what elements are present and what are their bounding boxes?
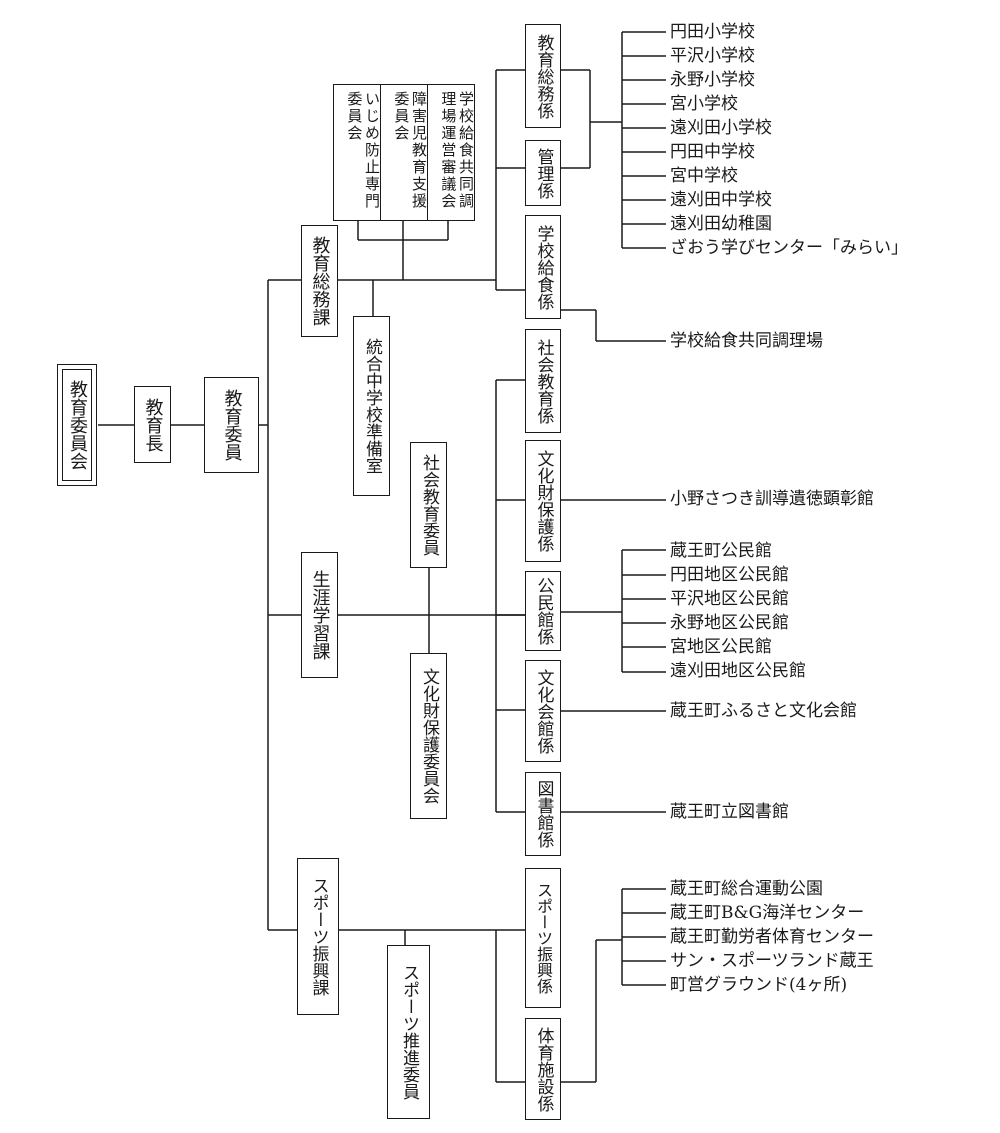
social-education-committee-box: 社会教育委員 [410,442,447,568]
lifelong-learning-division-box: 生涯学習課 [301,552,338,678]
superintendent-box: 教育長 [134,386,171,463]
facility-school: 円田中学校 [670,142,755,162]
facility-community-hall: 永野地区公民館 [670,613,789,633]
section-administration-box: 管理係 [525,140,561,206]
section-general-affairs-box: 教育総務係 [525,24,561,128]
council-school-lunch: 学校給食共同調理場運営審議会 [439,91,475,210]
facility-school: 宮小学校 [670,94,738,114]
section-sports-promotion-box: スポーツ振興係 [525,868,561,1008]
section-social-education-box: 社会教育係 [525,329,561,433]
cultural-property-committee-box: 文化財保護委員会 [410,653,447,819]
facility-lunch-center: 学校給食共同調理場 [670,331,823,351]
facility-sports: 町営グラウンド(4ヶ所) [670,975,848,995]
sports-promotion-committee-box: スポーツ推進委員 [387,945,430,1119]
facility-sports: 蔵王町B&G海洋センター [670,903,865,923]
facility-community-hall: 円田地区公民館 [670,565,789,585]
facility-sports: 蔵王町勤労者体育センター [670,927,874,947]
facility-school: ざおう学びセンター「みらい」 [670,238,908,258]
facility-culture-hall: 蔵王町ふるさと文化会館 [670,701,857,721]
facility-community-hall: 宮地区公民館 [670,637,772,657]
section-sports-facilities-box: 体育施設係 [525,1018,561,1120]
sports-division-box: スポーツ振興課 [297,858,339,1015]
section-school-lunch-box: 学校給食係 [525,215,561,319]
facility-school: 宮中学校 [670,166,738,186]
facility-school: 平沢小学校 [670,46,755,66]
facility-community-hall: 平沢地区公民館 [670,589,789,609]
facility-school: 遠刈田幼稚園 [670,214,772,234]
facility-sports: 蔵王町総合運動公園 [670,879,823,899]
section-library-box: 図書館係 [525,772,561,856]
section-culture-hall-box: 文化会館係 [525,660,561,762]
consolidation-prep-office-box: 統合中学校準備室 [353,316,390,496]
council-bullying-prevention: いじめ防止専門委員会 [334,85,381,220]
facility-school: 遠刈田小学校 [670,118,772,138]
facility-sports: サン・スポーツランド蔵王 [670,951,874,971]
general-affairs-division-box: 教育総務課 [301,225,338,337]
board-of-education-box: 教育委員会 [57,364,97,486]
council-disabled-education: 障害児教育支援委員会 [381,85,428,220]
facility-community-hall: 蔵王町公民館 [670,541,772,561]
facility-school: 円田小学校 [670,22,755,42]
section-cultural-property-box: 文化財保護係 [525,440,561,562]
facility-school: 永野小学校 [670,70,755,90]
facility-school: 遠刈田中学校 [670,190,772,210]
education-members-box: 教育委員 [204,377,259,473]
section-community-hall-box: 公民館係 [525,571,561,651]
facility-community-hall: 遠刈田地区公民館 [670,661,806,681]
facility-library: 蔵王町立図書館 [670,802,789,822]
facility-memorial-hall: 小野さつき訓導遺徳顕彰館 [670,489,874,509]
councils-box: 学校給食共同調理場運営審議会 障害児教育支援委員会 いじめ防止専門委員会 [333,84,475,221]
